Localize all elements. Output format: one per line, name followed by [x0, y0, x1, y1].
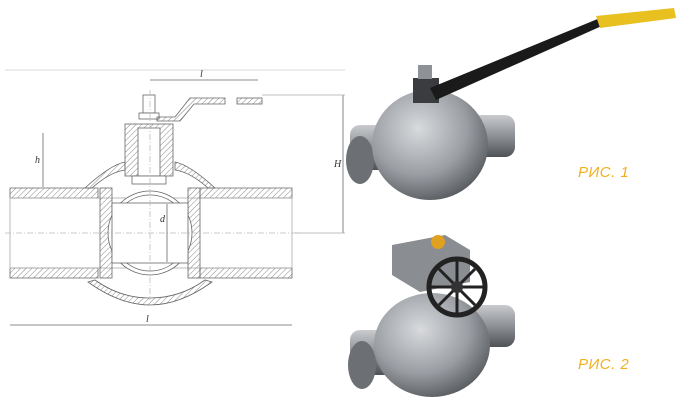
dim-bore-label: d: [160, 214, 166, 225]
dim-stem-height-label: h: [35, 155, 40, 166]
section-view: [5, 69, 345, 326]
figure-1-caption: РИС. 1: [578, 164, 630, 181]
figure-2-caption: РИС. 2: [578, 356, 630, 373]
valve-render-lever: [346, 8, 676, 200]
dim-total-length-label: l: [146, 314, 149, 325]
dim-handle-length-label: l: [200, 69, 203, 80]
dim-height-label: H: [333, 159, 342, 170]
valve-render-gearbox: [348, 235, 515, 397]
